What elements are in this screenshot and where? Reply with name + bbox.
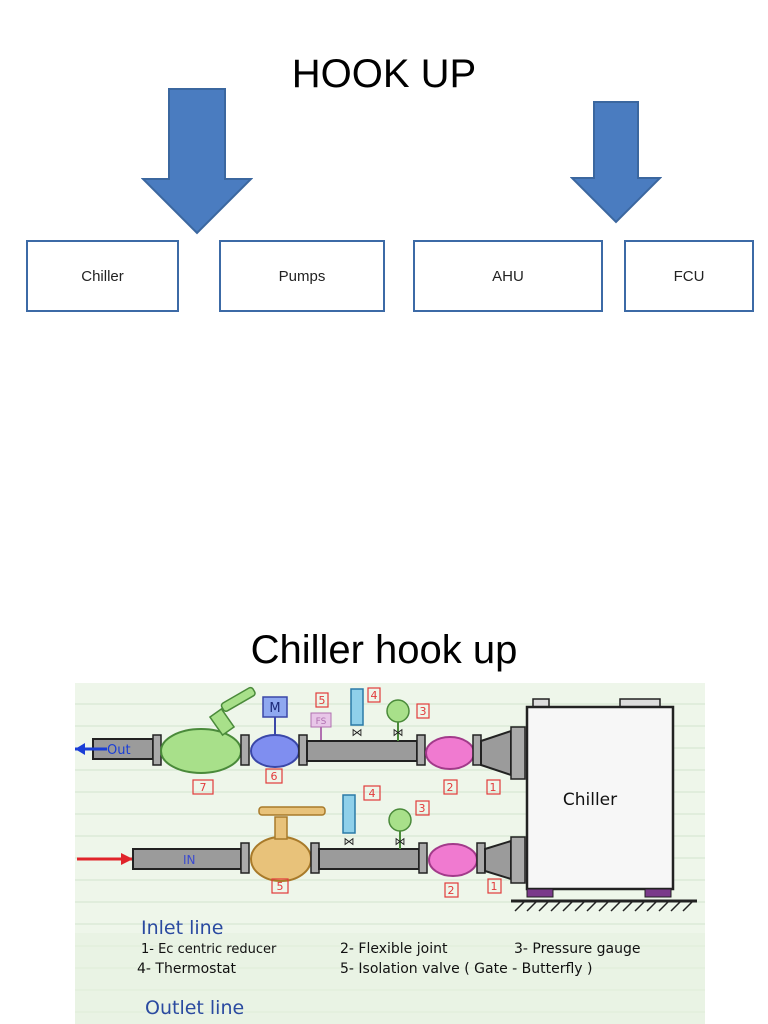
down-arrow-right	[570, 101, 662, 224]
tag-number: 5	[319, 694, 326, 707]
category-box-fcu: FCU	[624, 240, 754, 312]
category-box-pumps: Pumps	[219, 240, 385, 312]
tag-number: 6	[271, 770, 278, 783]
legend-item: 5- Isolation valve ( Gate - Butterfly )	[340, 961, 592, 977]
svg-text:⋈: ⋈	[393, 726, 404, 739]
chiller-label: Chiller	[563, 790, 617, 810]
tag-number: 2	[448, 884, 455, 897]
in-label: IN	[183, 853, 196, 867]
tag-number: 7	[200, 781, 207, 794]
flow-switch-label: FS	[316, 717, 327, 727]
legend-item: 4- Thermostat	[137, 961, 237, 977]
tag-number: 4	[371, 689, 378, 702]
legend-item: 2- Flexible joint	[340, 941, 448, 957]
category-box-ahu: AHU	[413, 240, 603, 312]
tag-number: 3	[420, 705, 427, 718]
legend-item: 3- Pressure gauge	[514, 941, 640, 957]
legend-item: 1- Ec centric reducer	[141, 942, 277, 957]
section-title: Chiller hook up	[250, 628, 518, 672]
svg-text:⋈: ⋈	[395, 835, 406, 848]
tag-number: 1	[490, 781, 497, 794]
svg-text:⋈: ⋈	[344, 835, 355, 848]
down-arrow-left	[141, 88, 253, 235]
chiller-hookup-diagram: Out M FS ⋈ ⋈ IN ⋈ ⋈	[75, 683, 705, 1024]
svg-text:⋈: ⋈	[352, 726, 363, 739]
tag-number: 4	[369, 787, 376, 800]
out-label: Out	[107, 743, 131, 758]
page-title: HOOK UP	[291, 52, 477, 96]
tag-number: 1	[491, 880, 498, 893]
tag-number: 3	[419, 802, 426, 815]
tag-number: 5	[277, 880, 284, 893]
motor-label: M	[269, 701, 280, 716]
legend-inlet-title: Inlet line	[141, 917, 223, 939]
tag-number: 2	[447, 781, 454, 794]
legend-outlet-title: Outlet line	[145, 997, 244, 1019]
category-box-chiller: Chiller	[26, 240, 179, 312]
